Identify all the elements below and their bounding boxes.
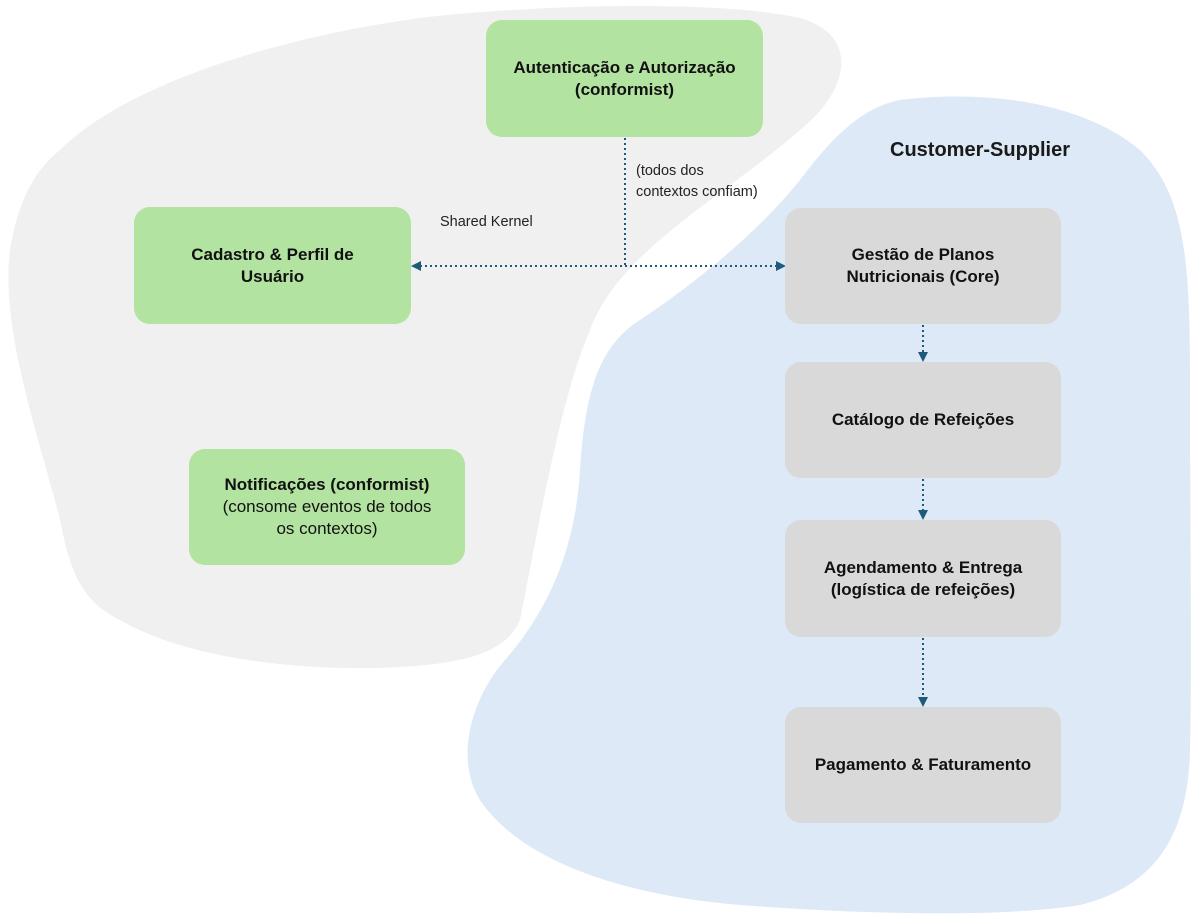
auth-title-line-1: Autenticação e Autorização	[513, 57, 736, 77]
cadastro-title-line-2: Usuário	[240, 266, 305, 286]
auth-context-box: Autenticação e Autorização (conformist)	[486, 20, 763, 137]
notificacoes-subtitle-line-2: os contextos)	[276, 519, 378, 538]
gestao-title-line-2: Nutricionais (Core)	[846, 267, 1000, 286]
shared-kernel-label: Shared Kernel	[440, 214, 533, 230]
gestao-title-line-1: Gestão de Planos	[851, 245, 995, 264]
notificacoes-title: Notificações (conformist)	[224, 475, 430, 494]
agendamento-context-box: Agendamento & Entrega (logística de refe…	[785, 520, 1061, 637]
trust-note-line-2: contextos confiam)	[636, 184, 758, 200]
trust-note-line-1: (todos dos	[636, 163, 704, 179]
arrowhead-agendamento	[918, 510, 928, 520]
customer-supplier-title: Customer-Supplier	[890, 139, 1071, 161]
pagamento-title: Pagamento & Faturamento	[814, 755, 1032, 774]
arrowhead-right	[776, 261, 786, 271]
catalogo-title: Catálogo de Refeições	[831, 410, 1015, 429]
auth-title-line-2: (conformist)	[574, 79, 675, 99]
notificacoes-subtitle-line-1: (consome eventos de todos	[222, 497, 432, 516]
cadastro-context-box: Cadastro & Perfil de Usuário	[134, 207, 411, 324]
arrowhead-left	[411, 261, 421, 271]
arrowhead-pagamento	[918, 697, 928, 707]
catalogo-context-box: Catálogo de Refeições	[785, 362, 1061, 478]
agendamento-title-line-1: Agendamento & Entrega	[823, 557, 1023, 577]
pagamento-context-box: Pagamento & Faturamento	[785, 707, 1061, 823]
cadastro-title-line-1: Cadastro & Perfil de	[191, 244, 354, 264]
gestao-context-box: Gestão de Planos Nutricionais (Core)	[785, 208, 1061, 324]
agendamento-title-line-2: (logística de refeições)	[830, 579, 1016, 599]
trust-note-label: (todos dos contextos confiam)	[636, 161, 758, 203]
notificacoes-context-box: Notificações (conformist) (consome event…	[189, 449, 465, 565]
arrowhead-catalogo	[918, 352, 928, 362]
